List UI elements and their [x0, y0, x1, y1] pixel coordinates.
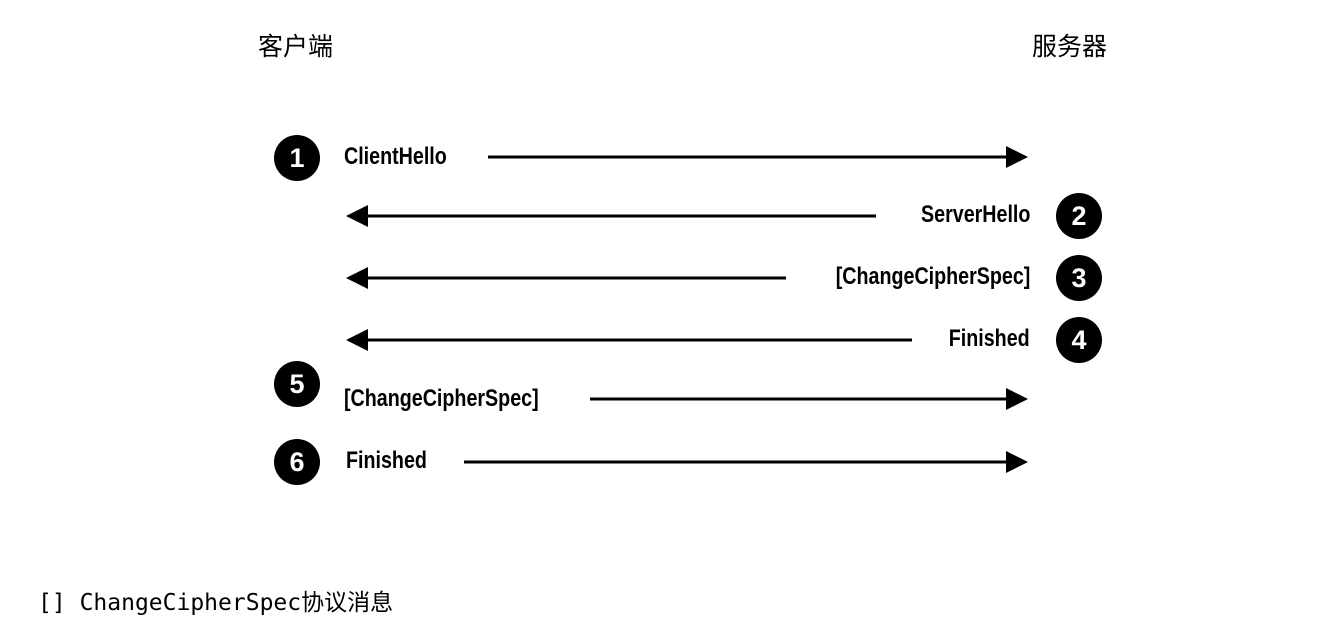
step-badge-5: 5 — [274, 361, 320, 407]
message-server-hello: ServerHello — [920, 201, 1030, 228]
server-label: 服务器 — [1032, 32, 1108, 61]
message-change-cipher-spec-client: [ChangeCipherSpec] — [344, 385, 539, 412]
arrow-right-1 — [488, 146, 1028, 168]
arrow-right-6 — [464, 451, 1028, 473]
arrow-right-5 — [590, 388, 1028, 410]
step-badge-4: 4 — [1056, 317, 1102, 363]
message-finished-server: Finished — [949, 325, 1030, 352]
legend-symbol: [] — [38, 590, 66, 616]
arrow-left-4 — [346, 329, 912, 351]
step-badge-3: 3 — [1056, 255, 1102, 301]
message-finished-client: Finished — [346, 447, 427, 474]
message-change-cipher-spec-server: [ChangeCipherSpec] — [835, 263, 1030, 290]
legend-text: ChangeCipherSpec协议消息 — [79, 590, 394, 616]
client-label: 客户端 — [258, 32, 334, 61]
arrow-left-2 — [346, 205, 876, 227]
step-badge-6: 6 — [274, 439, 320, 485]
legend: [] ChangeCipherSpec协议消息 — [38, 588, 393, 618]
step-badge-2: 2 — [1056, 193, 1102, 239]
step-badge-1: 1 — [274, 135, 320, 181]
arrow-left-3 — [346, 267, 786, 289]
message-client-hello: ClientHello — [344, 143, 447, 170]
